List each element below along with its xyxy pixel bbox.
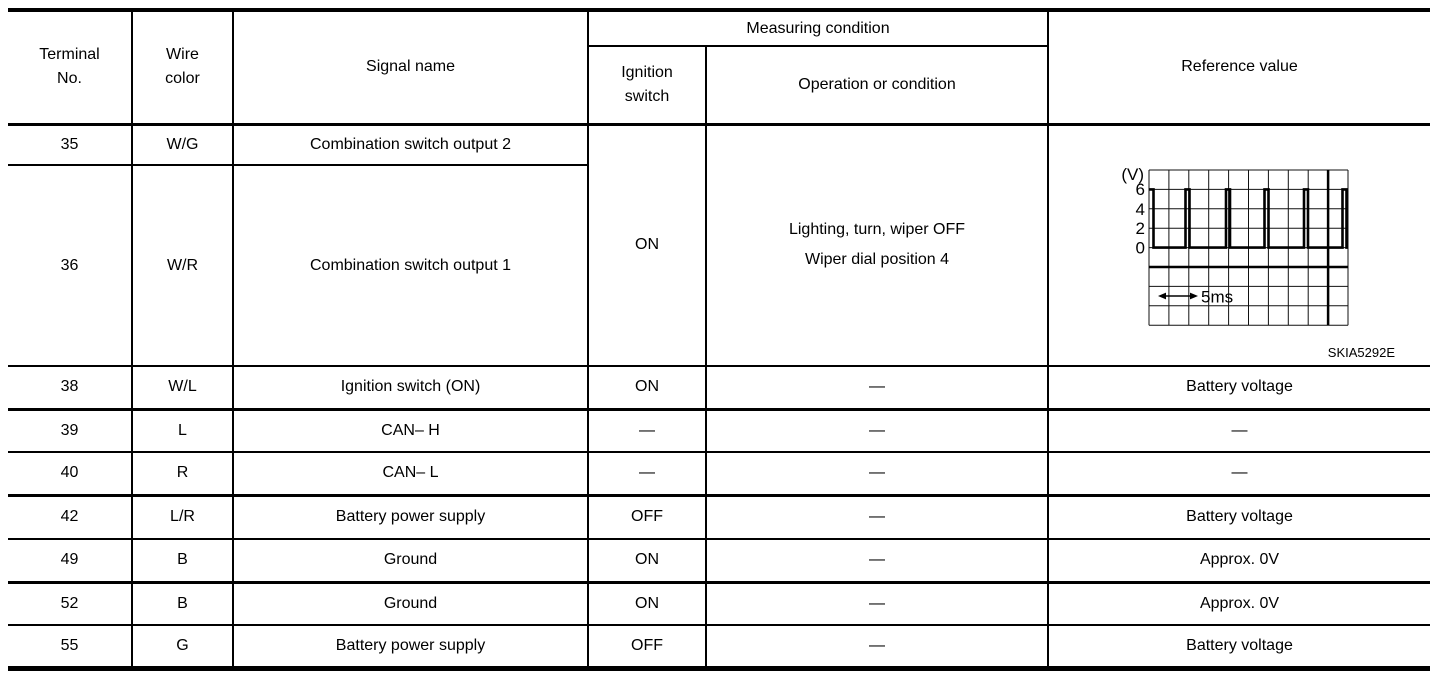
cell-signal-name: CAN– H	[232, 408, 589, 453]
cell-reference: —	[1047, 451, 1431, 497]
table-row-35: 35 W/G Combination switch output 2 ON Li…	[8, 123, 1431, 367]
cell-signal-name: Battery power supply	[232, 494, 589, 540]
cell-signal-name: Combination switch output 1	[232, 164, 589, 367]
cell-terminal: 40	[8, 451, 133, 497]
col-header-ignition-switch: Ignition switch	[587, 45, 707, 126]
table-row-36: 36 W/R Combination switch output 1	[8, 164, 1430, 367]
cell-terminal: 39	[8, 408, 133, 453]
cell-wire-color: B	[131, 538, 234, 584]
cell-reference: Battery voltage	[1047, 624, 1431, 669]
col-header-operation-or-condition: Operation or condition	[704, 45, 1050, 126]
cell-wire-color: G	[131, 624, 234, 669]
cell-ignition: —	[587, 451, 707, 497]
cell-terminal: 36	[8, 164, 133, 367]
col-header-wire-color-label: Wire color	[165, 46, 200, 88]
cell-signal-name: Ground	[232, 538, 589, 584]
table-row-52: 52 B Ground ON — Approx. 0V	[8, 581, 1431, 626]
cell-signal-name: CAN– L	[232, 451, 589, 497]
time-div-label: 5ms	[1201, 288, 1233, 307]
cell-terminal: 42	[8, 494, 133, 540]
cell-terminal: 52	[8, 581, 133, 626]
waveform-y-tick-4: 4	[1136, 200, 1145, 219]
cell-wire-color: L	[131, 408, 234, 453]
cell-operation: —	[704, 408, 1050, 453]
cell-terminal: 55	[8, 624, 133, 669]
cell-signal-name: Battery power supply	[232, 624, 589, 669]
cell-ignition: ON	[587, 538, 707, 584]
cell-wire-color: B	[131, 581, 234, 626]
waveform-figure: (V) 6 4 2 0 5ms SKIA5292E	[1049, 126, 1430, 364]
cell-ignition-merged: ON	[587, 123, 707, 367]
cell-reference-waveform: (V) 6 4 2 0 5ms SKIA5292E	[1047, 123, 1431, 367]
cell-operation-merged: Lighting, turn, wiper OFF Wiper dial pos…	[704, 123, 1050, 367]
cell-operation: —	[704, 624, 1050, 669]
cell-terminal: 38	[8, 365, 133, 411]
col-header-reference-value: Reference value	[1047, 9, 1431, 126]
cell-signal-name: Ground	[232, 581, 589, 626]
cell-ignition: ON	[587, 365, 707, 411]
time-scale-arrowhead-right	[1190, 292, 1199, 300]
operation-condition-text: Lighting, turn, wiper OFF Wiper dial pos…	[788, 221, 966, 269]
col-header-wire-color: Wire color	[131, 9, 234, 126]
cell-reference: Battery voltage	[1047, 365, 1431, 411]
cell-signal-name: Ignition switch (ON)	[232, 365, 589, 411]
cell-ignition: OFF	[587, 624, 707, 669]
cell-operation: —	[704, 365, 1050, 411]
table-row-39: 39 L CAN– H — — —	[8, 408, 1431, 453]
cell-operation: —	[704, 451, 1050, 497]
cell-operation: —	[704, 538, 1050, 584]
cell-wire-color: W/L	[131, 365, 234, 411]
waveform-y-tick-2: 2	[1136, 219, 1145, 238]
cell-ignition: OFF	[587, 494, 707, 540]
cell-reference: —	[1047, 408, 1431, 453]
table-row-49: 49 B Ground ON — Approx. 0V	[8, 538, 1431, 584]
cell-ignition: ON	[587, 581, 707, 626]
cell-signal-name: Combination switch output 2	[232, 123, 589, 166]
col-header-signal-name: Signal name	[232, 9, 589, 126]
waveform-y-tick-0: 0	[1136, 239, 1145, 258]
col-header-measuring-condition: Measuring condition	[586, 9, 1050, 47]
cell-ignition: —	[587, 408, 707, 453]
col-header-terminal-no-label: Terminal No.	[39, 46, 100, 88]
cell-reference: Approx. 0V	[1047, 581, 1431, 626]
waveform-trace	[1149, 188, 1349, 250]
cell-wire-color: L/R	[131, 494, 234, 540]
time-scale-arrowhead-left	[1158, 292, 1167, 300]
col-header-terminal-no: Terminal No.	[8, 9, 133, 126]
table-row-55: 55 G Battery power supply OFF — Battery …	[8, 624, 1431, 669]
table-row-38: 38 W/L Ignition switch (ON) ON — Battery…	[8, 365, 1431, 411]
waveform-y-unit-label: (V)	[1121, 165, 1144, 184]
header-row-2: Ignition switch Operation or condition	[8, 45, 1430, 126]
cell-operation: —	[704, 581, 1050, 626]
table-row-42: 42 L/R Battery power supply OFF — Batter…	[8, 494, 1431, 540]
waveform-y-tick-6: 6	[1136, 180, 1145, 199]
cell-reference: Approx. 0V	[1047, 538, 1431, 584]
cell-terminal: 49	[8, 538, 133, 584]
cell-wire-color: R	[131, 451, 234, 497]
cell-wire-color: W/R	[131, 164, 234, 367]
cell-terminal: 35	[8, 123, 133, 166]
waveform-figure-code: SKIA5292E	[1328, 345, 1396, 360]
header-row-1: Terminal No. Wire color Signal name Meas…	[8, 9, 1431, 126]
waveform-svg: (V) 6 4 2 0 5ms SKIA5292E	[1121, 165, 1396, 360]
cell-wire-color: W/G	[131, 123, 234, 166]
table-row-40: 40 R CAN– L — — —	[8, 451, 1431, 497]
cell-operation: —	[704, 494, 1050, 540]
cell-reference: Battery voltage	[1047, 494, 1431, 540]
terminal-reference-table: Terminal No. Wire color Signal name Meas…	[8, 8, 1431, 671]
col-header-ignition-switch-label: Ignition switch	[621, 63, 673, 105]
